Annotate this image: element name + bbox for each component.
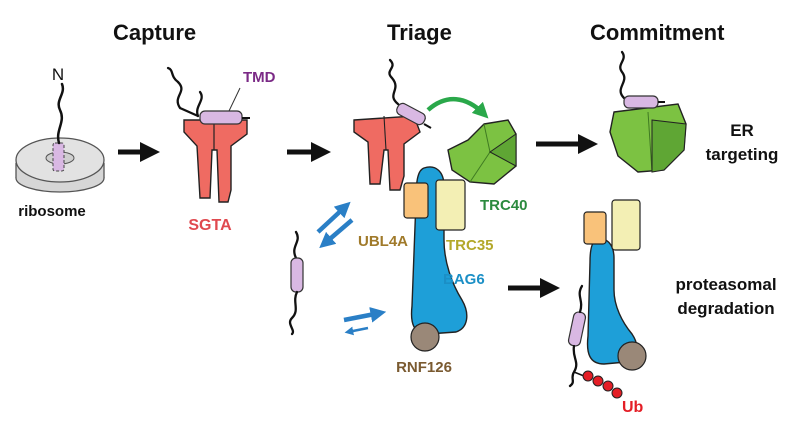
arrow-release-rebinding-down <box>319 218 354 249</box>
er-targeting-label-line2: targeting <box>706 145 779 164</box>
ubiquitin-2 <box>592 375 604 387</box>
trc35-protein-shape <box>435 179 466 231</box>
trc40-label: TRC40 <box>480 197 528 214</box>
ribosome-label: ribosome <box>18 203 86 220</box>
trc35-commitment-shape <box>611 199 641 251</box>
arrow-release-rebinding-up <box>316 201 351 234</box>
degradation-label-line2: degradation <box>677 299 774 318</box>
triage-complex-group: TRC40 UBL4A TRC35 BAG6 RNF126 <box>353 58 528 376</box>
rnf126-commitment-shape <box>617 341 647 371</box>
sgta-capture-group: TMD SGTA <box>166 66 276 234</box>
triage-substrate-tail <box>388 58 400 106</box>
arrow-sgta-to-trc40 <box>426 96 489 119</box>
trc35-label: TRC35 <box>446 237 494 254</box>
er-targeting-label-line1: ER <box>730 121 754 140</box>
free-substrate-tmd <box>290 257 304 293</box>
er-targeting-tmd <box>623 95 659 109</box>
bag6-label: BAG6 <box>443 271 485 288</box>
stage-capture-heading: Capture <box>113 20 196 45</box>
ribosome-group: N ribosome <box>15 65 105 220</box>
stage-commitment-heading: Commitment <box>590 20 725 45</box>
degradation-label-line1: proteasomal <box>675 275 776 294</box>
ubl4a-commitment-shape <box>583 211 607 245</box>
rnf126-label: RNF126 <box>396 359 452 376</box>
arrow-substrate-to-bag6 <box>343 307 387 323</box>
stage-triage-heading: Triage <box>387 20 452 45</box>
ubiquitin-1 <box>582 370 594 382</box>
rnf126-protein-shape <box>410 322 440 352</box>
sgta-triage-protein-shape <box>353 115 421 191</box>
tmd-shape <box>199 110 243 125</box>
nascent-tmd-in-ribosome <box>52 142 65 172</box>
ubiquitin-3 <box>602 380 614 392</box>
free-substrate-group <box>288 230 304 336</box>
ubiquitin-4 <box>611 387 623 399</box>
trc40-protein-shape <box>447 119 517 185</box>
sgta-label: SGTA <box>188 217 232 234</box>
bag6-degradation-group: Ub <box>567 199 647 416</box>
triage-tmd-shape <box>396 102 426 126</box>
nascent-chain <box>56 82 65 145</box>
arrow-bag6-to-substrate <box>344 326 369 336</box>
ubl4a-protein-shape <box>403 182 429 219</box>
sgta-substrate-tail <box>176 80 203 118</box>
sgta-protein-shape <box>183 119 248 203</box>
ub-label: Ub <box>622 399 644 416</box>
trc40-er-targeting-group <box>609 50 687 173</box>
tmd-label: TMD <box>243 69 276 86</box>
ubl4a-label: UBL4A <box>358 233 408 250</box>
n-terminus-label: N <box>52 65 64 84</box>
degradation-tmd <box>567 311 587 347</box>
